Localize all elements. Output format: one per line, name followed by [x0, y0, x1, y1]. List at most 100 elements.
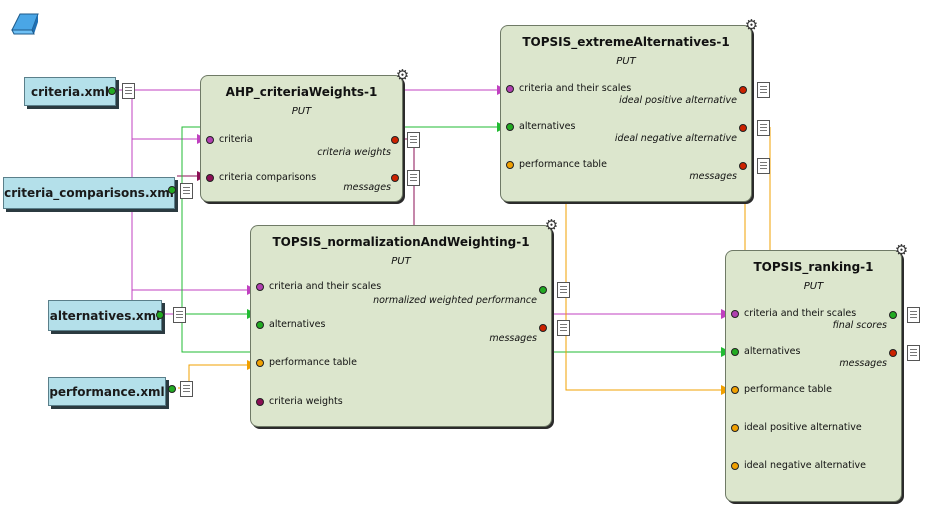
port-label: performance table: [269, 357, 357, 368]
extreme-messages-document-icon[interactable]: [757, 158, 770, 174]
module-title: AHP_criteriaWeights-1: [225, 85, 378, 99]
norm-messages-document-icon[interactable]: [557, 320, 570, 336]
norm-performance-output-port[interactable]: [539, 286, 547, 294]
port-dot: [731, 347, 739, 356]
gear-icon[interactable]: ⚙: [744, 16, 759, 34]
norm-messages-output-port[interactable]: [539, 324, 547, 332]
port-label: ideal positive alternative: [619, 95, 737, 106]
port-dot: [506, 84, 514, 93]
port-dot: [256, 397, 264, 406]
port-dot: [731, 385, 739, 394]
port-out-messages[interactable]: messages: [689, 171, 737, 182]
criteria-output-port[interactable]: [108, 87, 116, 95]
port-label: final scores: [832, 320, 887, 331]
module-ahp-criteria-weights[interactable]: ⚙ AHP_criteriaWeights-1 PUT criteria cri…: [200, 68, 409, 202]
port-label: messages: [689, 171, 737, 182]
port-in-ideal-negative[interactable]: ideal negative alternative: [731, 460, 866, 471]
module-topsis-ranking[interactable]: ⚙ TOPSIS_ranking-1 PUT criteria and thei…: [725, 243, 908, 502]
alternatives-output-document-icon[interactable]: [173, 307, 186, 323]
port-out-criteria-weights[interactable]: criteria weights: [317, 147, 404, 158]
criteria-output-document-icon[interactable]: [122, 83, 135, 99]
port-dot: [506, 122, 514, 131]
port-label: ideal negative alternative: [614, 133, 737, 144]
alternatives-input-label: alternatives.xml: [49, 308, 161, 323]
performance-output-document-icon[interactable]: [180, 381, 193, 397]
criteria-input-node[interactable]: criteria.xml: [24, 77, 116, 106]
port-label: messages: [343, 182, 391, 193]
alternatives-input-node[interactable]: alternatives.xml: [48, 300, 162, 331]
port-dot: [731, 309, 739, 318]
port-in-alternatives[interactable]: alternatives: [731, 346, 800, 357]
port-label: criteria weights: [317, 147, 391, 158]
module-title: TOPSIS_ranking-1: [753, 260, 874, 274]
extreme-messages-output-port[interactable]: [739, 162, 747, 170]
port-label: criteria weights: [269, 396, 343, 407]
extreme-positive-document-icon[interactable]: [757, 82, 770, 98]
port-label: alternatives: [269, 319, 326, 330]
port-label: performance table: [519, 159, 607, 170]
ahp-messages-document-icon[interactable]: [407, 170, 420, 186]
extreme-negative-document-icon[interactable]: [757, 120, 770, 136]
performance-input-node[interactable]: performance.xml: [48, 377, 166, 406]
norm-performance-document-icon[interactable]: [557, 282, 570, 298]
module-subtitle: PUT: [803, 281, 824, 292]
port-in-criteria-weights[interactable]: criteria weights: [256, 396, 343, 407]
port-label: criteria and their scales: [519, 83, 632, 94]
performance-output-port[interactable]: [168, 385, 176, 393]
port-label: normalized weighted performance: [373, 295, 537, 306]
port-dot: [256, 320, 264, 329]
port-out-messages[interactable]: messages: [839, 358, 887, 369]
ranking-messages-document-icon[interactable]: [907, 345, 920, 361]
port-label: alternatives: [744, 346, 801, 357]
port-label: criteria: [219, 134, 253, 145]
criteria-comparisons-output-port[interactable]: [168, 186, 176, 194]
port-in-alternatives[interactable]: alternatives: [256, 319, 325, 330]
port-in-criteria-scales[interactable]: criteria and their scales: [256, 281, 381, 292]
module-title: TOPSIS_extremeAlternatives-1: [522, 35, 730, 49]
port-in-ideal-positive[interactable]: ideal positive alternative: [731, 422, 862, 433]
port-in-performance-table[interactable]: performance table: [506, 159, 607, 170]
ranking-messages-output-port[interactable]: [889, 349, 897, 357]
port-in-performance-table[interactable]: performance table: [256, 357, 357, 368]
ranking-scores-document-icon[interactable]: [907, 307, 920, 323]
port-out-messages[interactable]: messages: [489, 333, 537, 344]
extreme-positive-output-port[interactable]: [739, 86, 747, 94]
port-in-alternatives[interactable]: alternatives: [506, 121, 575, 132]
port-in-criteria-comparisons[interactable]: criteria comparisons: [206, 172, 316, 183]
port-out-normalized-weighted-performance[interactable]: normalized weighted performance: [373, 295, 537, 306]
ahp-weights-document-icon[interactable]: [407, 132, 420, 148]
gear-icon[interactable]: ⚙: [395, 66, 410, 84]
port-in-criteria-scales[interactable]: criteria and their scales: [506, 83, 631, 94]
port-out-messages[interactable]: messages: [343, 182, 404, 193]
criteria-comparisons-input-label: criteria_comparisons.xml: [4, 186, 174, 200]
port-dot: [256, 282, 264, 291]
module-subtitle: PUT: [291, 106, 312, 117]
port-dot: [731, 461, 739, 470]
port-dot: [206, 135, 214, 144]
port-in-performance-table[interactable]: performance table: [731, 384, 832, 395]
extreme-negative-output-port[interactable]: [739, 124, 747, 132]
module-topsis-normalization-weighting[interactable]: ⚙ TOPSIS_normalizationAndWeighting-1 PUT…: [250, 218, 558, 427]
port-in-criteria-scales[interactable]: criteria and their scales: [731, 308, 856, 319]
gear-icon[interactable]: ⚙: [894, 241, 909, 259]
criteria-comparisons-output-document-icon[interactable]: [180, 183, 193, 199]
performance-input-label: performance.xml: [49, 384, 165, 399]
ranking-scores-output-port[interactable]: [889, 311, 897, 319]
port-in-criteria[interactable]: criteria: [206, 134, 253, 145]
ahp-messages-output-port[interactable]: [391, 174, 399, 182]
port-label: criteria comparisons: [219, 172, 317, 183]
port-out-final-scores[interactable]: final scores: [833, 320, 887, 331]
port-dot: [206, 173, 214, 182]
port-label: alternatives: [519, 121, 576, 132]
alternatives-output-port[interactable]: [156, 311, 164, 319]
port-dot: [731, 423, 739, 432]
module-topsis-extreme-alternatives[interactable]: ⚙ TOPSIS_extremeAlternatives-1 PUT crite…: [500, 18, 758, 202]
port-out-ideal-positive[interactable]: ideal positive alternative: [619, 95, 737, 106]
criteria-comparisons-input-node[interactable]: criteria_comparisons.xml: [3, 177, 175, 209]
port-out-ideal-negative[interactable]: ideal negative alternative: [615, 133, 737, 144]
ahp-weights-output-port[interactable]: [391, 136, 399, 144]
module-subtitle: PUT: [391, 256, 411, 267]
module-title: TOPSIS_normalizationAndWeighting-1: [272, 235, 530, 249]
port-label: ideal negative alternative: [744, 460, 867, 471]
gear-icon[interactable]: ⚙: [544, 216, 559, 234]
